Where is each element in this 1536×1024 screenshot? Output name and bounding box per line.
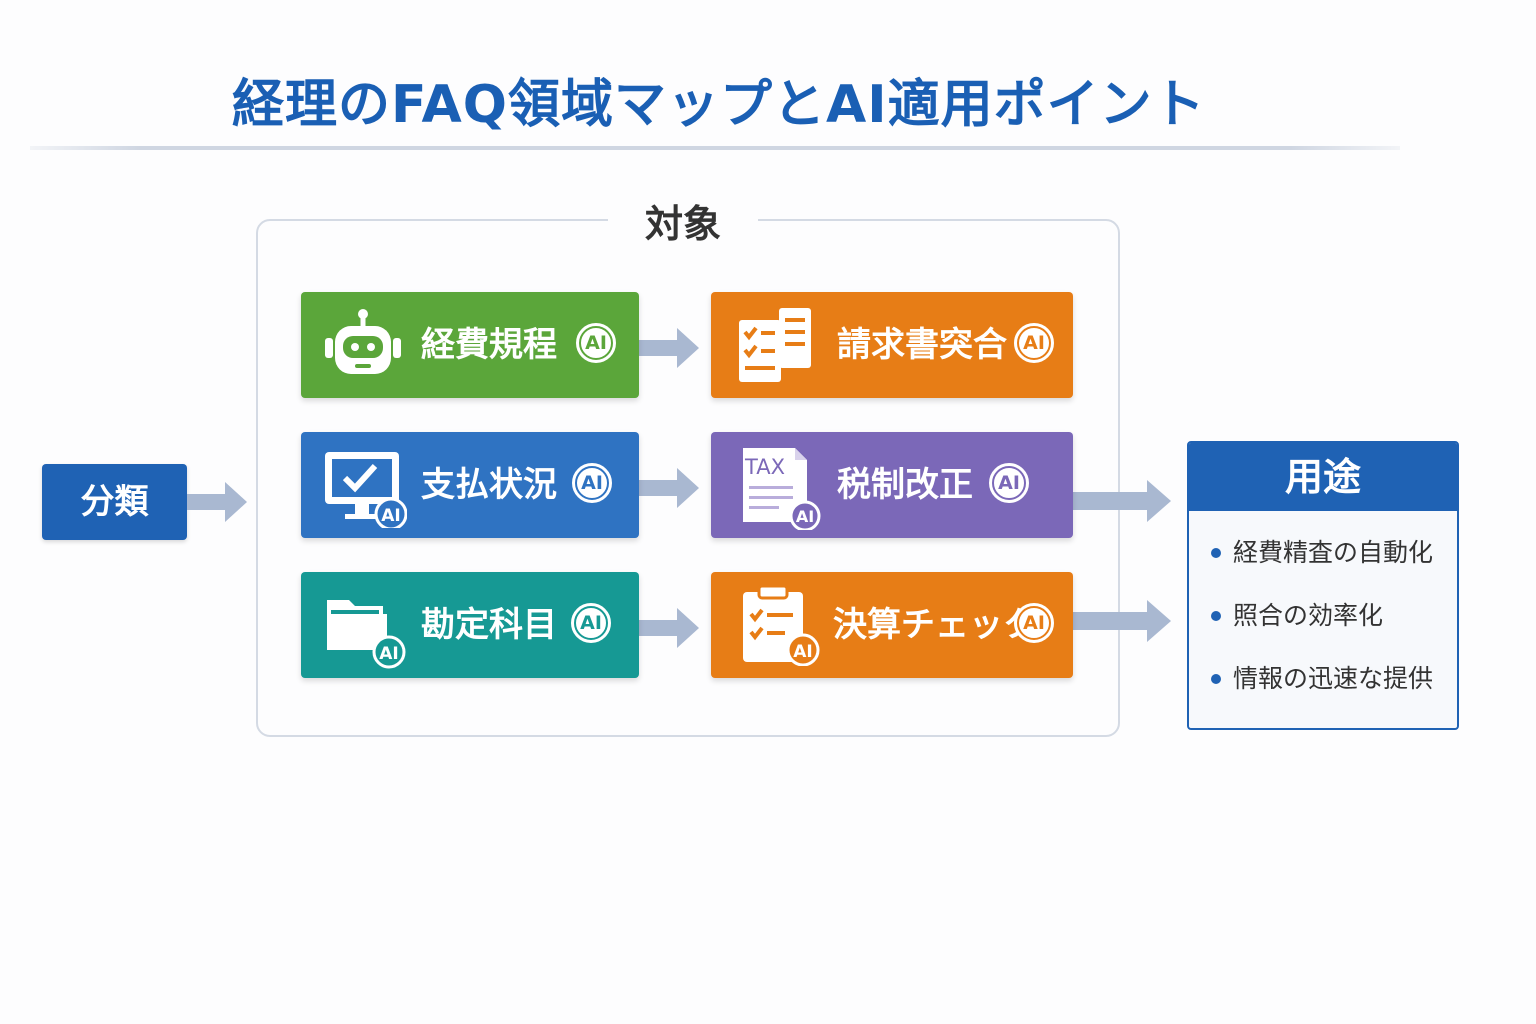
bullet-icon — [1211, 611, 1221, 621]
list-item: 照合の効率化 — [1207, 594, 1457, 657]
card-label: 請求書突合 — [837, 325, 1007, 365]
arrow-right-icon — [639, 328, 699, 368]
use-box: 用途 経費精査の自動化 照合の効率化 情報の迅速な提供 — [1187, 441, 1459, 730]
clipboard-checklist-icon: AI — [743, 584, 820, 666]
arrow-right-icon — [639, 468, 699, 508]
ai-badge-icon: AI — [1014, 603, 1054, 643]
monitor-check-icon: AI — [325, 452, 407, 528]
target-group-label: 対象 — [608, 194, 758, 254]
use-list: 経費精査の自動化 照合の効率化 情報の迅速な提供 — [1189, 511, 1457, 720]
list-item: 経費精査の自動化 — [1207, 531, 1457, 594]
card-payment-status: AI 支払状況 AI — [301, 432, 639, 538]
page-title: 経理のFAQ領域マップとAI適用ポイント — [232, 75, 1206, 135]
card-label: 税制改正 — [837, 465, 973, 505]
arrow-right-icon — [187, 482, 247, 522]
use-heading: 用途 — [1189, 443, 1457, 511]
ai-badge-icon: AI — [572, 463, 612, 503]
title-divider — [30, 146, 1400, 150]
svg-text:AI: AI — [796, 507, 814, 526]
card-label: 支払状況 — [421, 465, 557, 505]
bullet-icon — [1211, 548, 1221, 558]
svg-text:AI: AI — [381, 506, 400, 526]
card-expense-rules: 経費規程 AI — [301, 292, 639, 398]
ai-badge-icon: AI — [989, 463, 1029, 503]
folder-icon: AI — [327, 600, 406, 669]
svg-text:TAX: TAX — [744, 455, 785, 479]
card-label: 経費規程 — [421, 325, 557, 365]
ai-badge-icon: AI — [571, 603, 611, 643]
ai-badge-icon: AI — [1014, 323, 1054, 363]
arrow-right-icon — [1073, 600, 1171, 642]
arrow-right-icon — [639, 608, 699, 648]
card-closing-check: AI 決算チェック AI — [711, 572, 1073, 678]
card-account-titles: AI 勘定科目 AI — [301, 572, 639, 678]
tax-document-icon: TAX AI — [743, 448, 821, 530]
arrow-right-icon — [1073, 480, 1171, 522]
card-label: 決算チェック — [833, 605, 1037, 645]
checklist-documents-icon — [739, 308, 811, 382]
card-invoice-matching: 請求書突合 AI — [711, 292, 1073, 398]
ai-badge-icon: AI — [576, 323, 616, 363]
card-label: 勘定科目 — [421, 605, 557, 645]
list-item: 情報の迅速な提供 — [1207, 657, 1457, 720]
category-box: 分類 — [42, 464, 187, 540]
svg-text:AI: AI — [379, 644, 398, 664]
svg-text:AI: AI — [793, 642, 812, 662]
bullet-icon — [1211, 674, 1221, 684]
card-tax-reform: TAX AI 税制改正 AI — [711, 432, 1073, 538]
robot-icon — [325, 309, 401, 374]
